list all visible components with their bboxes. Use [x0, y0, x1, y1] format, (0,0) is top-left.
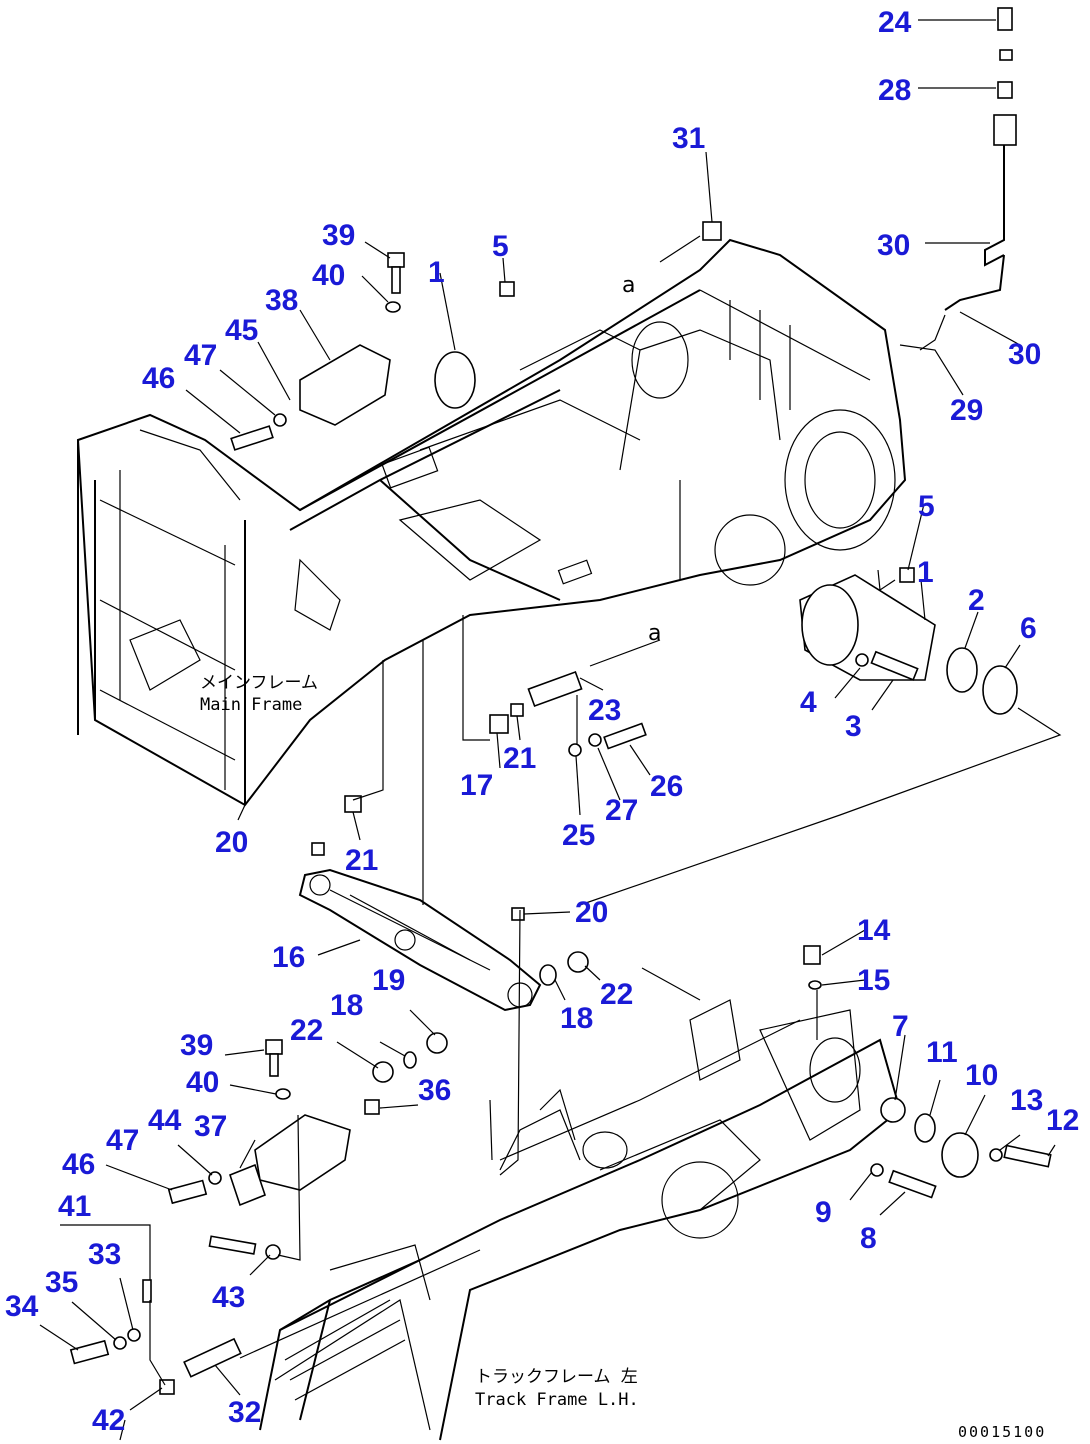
- callout-37: 37: [194, 1110, 227, 1143]
- callout-32: 32: [228, 1396, 261, 1429]
- callout-13: 13: [1010, 1084, 1043, 1117]
- callout-36: 36: [418, 1074, 451, 1107]
- callout-1-upper: 1: [428, 256, 445, 289]
- callout-3: 3: [845, 710, 862, 743]
- main-frame-label-jp: メインフレーム: [200, 673, 318, 693]
- callout-35: 35: [45, 1266, 78, 1299]
- callout-5-right: 5: [918, 490, 935, 523]
- track-frame: [259, 999, 902, 1441]
- callout-39-lower: 39: [180, 1029, 213, 1062]
- callout-12: 12: [1046, 1104, 1079, 1137]
- callout-46-lower: 46: [62, 1148, 95, 1181]
- callout-28: 28: [878, 74, 911, 107]
- callout-8: 8: [860, 1222, 877, 1255]
- equalizer-bar: [298, 868, 542, 1012]
- callout-1-right: 1: [917, 556, 934, 589]
- callout-40-upper: 40: [312, 259, 345, 292]
- callout-2: 2: [968, 584, 985, 617]
- callout-18-right: 18: [560, 1002, 593, 1035]
- callout-24: 24: [878, 6, 912, 39]
- callout-numbers: 24 28 31 30 30 29 39 40 1 5 38 45 47 46 …: [5, 6, 1079, 1437]
- callout-16: 16: [272, 941, 305, 974]
- callout-9: 9: [815, 1196, 832, 1229]
- callout-39-upper: 39: [322, 219, 355, 252]
- callout-27: 27: [605, 794, 638, 827]
- mark-a-bottom: a: [648, 621, 661, 646]
- callout-14: 14: [857, 914, 891, 947]
- callout-19: 19: [372, 964, 405, 997]
- callout-33: 33: [88, 1238, 121, 1271]
- callout-31: 31: [672, 122, 705, 155]
- callout-30-upper: 30: [877, 229, 910, 262]
- track-frame-label-en: Track Frame L.H.: [475, 1390, 639, 1410]
- main-frame: [76, 238, 907, 807]
- callout-47-upper: 47: [184, 339, 217, 372]
- drawing-code: 00015100: [958, 1423, 1046, 1441]
- callout-25: 25: [562, 819, 595, 852]
- callout-43: 43: [212, 1281, 245, 1314]
- callout-20-lower: 20: [575, 896, 608, 929]
- callout-20-upper: 20: [215, 826, 248, 859]
- callout-10: 10: [965, 1059, 998, 1092]
- track-frame-label-jp: トラックフレーム 左: [475, 1367, 638, 1387]
- callout-21-upper: 21: [503, 742, 536, 775]
- callout-5-upper: 5: [492, 230, 509, 263]
- callout-26: 26: [650, 770, 683, 803]
- callout-34: 34: [5, 1290, 39, 1323]
- callout-22-right: 22: [600, 978, 633, 1011]
- callout-40-lower: 40: [186, 1066, 219, 1099]
- callout-46-upper: 46: [142, 362, 175, 395]
- callout-29: 29: [950, 394, 983, 427]
- callout-15: 15: [857, 964, 890, 997]
- mark-a-top: a: [622, 273, 635, 298]
- callout-44: 44: [148, 1104, 182, 1137]
- callout-38: 38: [265, 284, 298, 317]
- callout-41: 41: [58, 1190, 91, 1223]
- leader-lines: [39, 19, 1062, 1441]
- callout-30-lower: 30: [1008, 338, 1041, 371]
- callout-21-lower: 21: [345, 844, 378, 877]
- callout-22-left: 22: [290, 1014, 323, 1047]
- callout-45: 45: [225, 314, 258, 347]
- callout-4: 4: [800, 686, 817, 719]
- hardware-parts: [69, 7, 1052, 1395]
- callout-47-lower: 47: [106, 1124, 139, 1157]
- callout-6: 6: [1020, 612, 1037, 645]
- callout-42: 42: [92, 1404, 125, 1437]
- callout-7: 7: [892, 1010, 909, 1043]
- callout-23: 23: [588, 694, 621, 727]
- callout-17: 17: [460, 769, 493, 802]
- main-frame-label-en: Main Frame: [200, 695, 302, 715]
- callout-11: 11: [926, 1036, 958, 1069]
- callout-18-left: 18: [330, 989, 363, 1022]
